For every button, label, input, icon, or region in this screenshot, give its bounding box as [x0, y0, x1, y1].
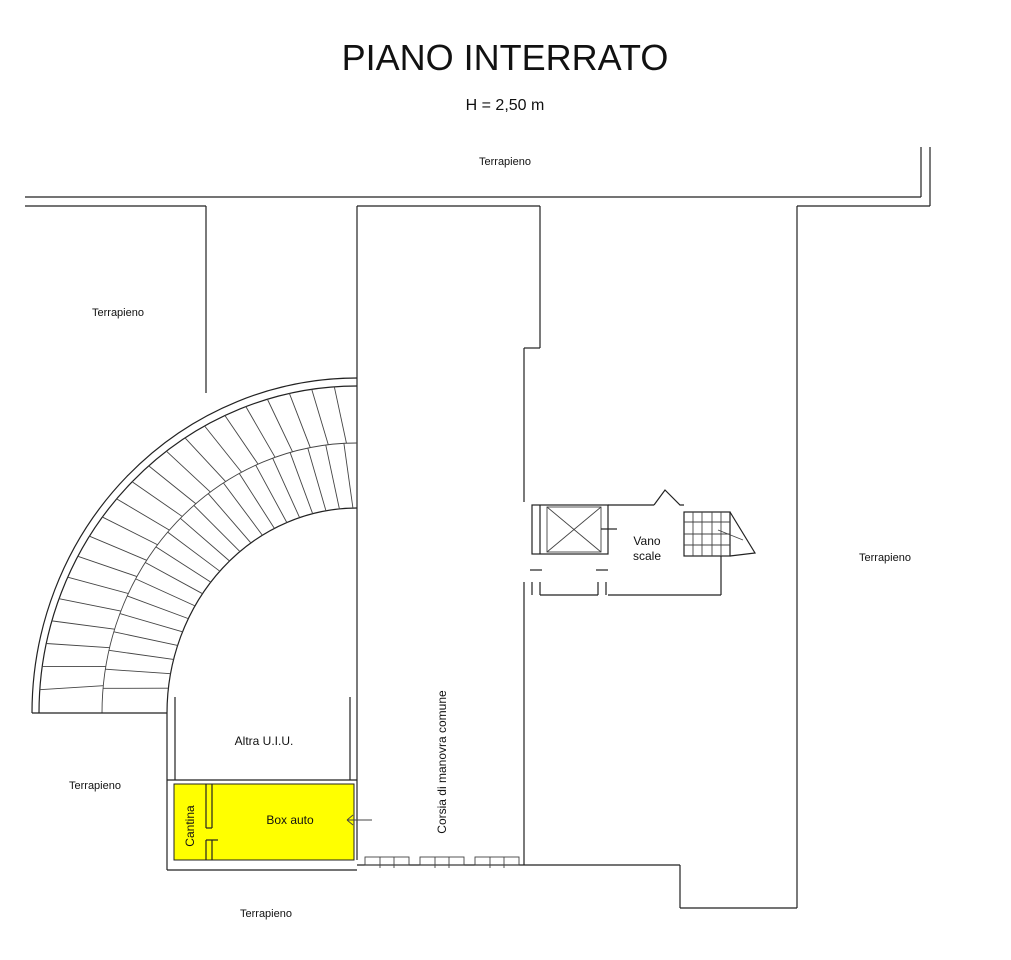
- plan-title: PIANO INTERRATO: [342, 37, 669, 78]
- ramp-step-line: [223, 482, 263, 536]
- ramp-step-line: [113, 631, 178, 646]
- top-boundary-wall: [25, 147, 931, 207]
- label-altra-uiu: Altra U.I.U.: [235, 734, 294, 748]
- ramp-step-line: [39, 685, 104, 691]
- label-terrapieno-upper-left: Terrapieno: [92, 307, 144, 319]
- altra-uiu-walls: [166, 697, 357, 871]
- ramp-step-line: [267, 399, 293, 452]
- ramp-step-line: [245, 406, 276, 458]
- ramp-step-line: [224, 415, 259, 465]
- plan-height: H = 2,50 m: [466, 97, 545, 114]
- label-scale: scale: [633, 549, 661, 563]
- curved-ramp: [31, 377, 358, 714]
- ramp-step-line: [135, 578, 196, 607]
- lift-shaft: [531, 504, 617, 555]
- stairwell-walls: [530, 489, 722, 596]
- ramp-step-line: [155, 546, 212, 583]
- ramp-step-line: [167, 531, 221, 572]
- ramp-step-line: [166, 450, 211, 493]
- ramp-step-line: [116, 498, 170, 531]
- ramp-step-line: [131, 481, 183, 517]
- ramp-step-line: [207, 493, 252, 544]
- label-terrapieno-lower-left: Terrapieno: [69, 780, 121, 792]
- ramp-step-line: [89, 535, 147, 561]
- garage-door-icon: [346, 814, 372, 826]
- ramp-step-line: [108, 649, 174, 660]
- ramp-step-line: [102, 516, 158, 546]
- label-box-auto: Box auto: [266, 813, 314, 827]
- cantina-partition: [205, 784, 218, 860]
- ramp-step-line: [46, 643, 110, 649]
- ramp-step-line: [255, 464, 288, 523]
- label-cantina: Cantina: [183, 805, 197, 847]
- ramp-step-line: [184, 437, 226, 482]
- label-terrapieno-right: Terrapieno: [859, 552, 911, 564]
- corridor-walls: [356, 205, 541, 865]
- ramp-step-line: [289, 452, 314, 514]
- ramp-step-line: [67, 576, 129, 594]
- ramp-step-line: [288, 393, 311, 448]
- vent-grilles: [364, 856, 520, 868]
- ramp-step-line: [325, 444, 340, 509]
- ramp-step-line: [238, 473, 275, 529]
- ramp-step-line: [204, 425, 242, 473]
- ramp-step-line: [180, 517, 230, 562]
- ramp-step-line: [145, 562, 203, 595]
- box-auto-highlight: [173, 783, 355, 861]
- label-vano: Vano: [633, 534, 660, 548]
- ramp-step-line: [343, 443, 354, 509]
- ramp-step-line: [119, 613, 183, 633]
- ramp-step-line: [58, 598, 121, 612]
- ramp-step-line: [193, 505, 241, 552]
- label-corsia: Corsia di manovra comune: [435, 690, 449, 834]
- label-terrapieno-top: Terrapieno: [479, 156, 531, 168]
- ramp-step-line: [333, 386, 347, 444]
- ramp-step-line: [311, 389, 329, 445]
- label-terrapieno-bottom: Terrapieno: [240, 908, 292, 920]
- ramp-step-line: [77, 555, 138, 577]
- right-zone-walls: [357, 206, 798, 909]
- ramp-step-line: [272, 458, 300, 518]
- ramp-step-line: [105, 668, 171, 675]
- ramp-step-line: [148, 465, 197, 505]
- ramp-step-lines: [39, 386, 354, 691]
- staircase: [683, 511, 756, 557]
- ramp-step-line: [307, 447, 327, 511]
- ramp-step-line: [51, 620, 115, 630]
- ramp-step-line: [127, 595, 189, 620]
